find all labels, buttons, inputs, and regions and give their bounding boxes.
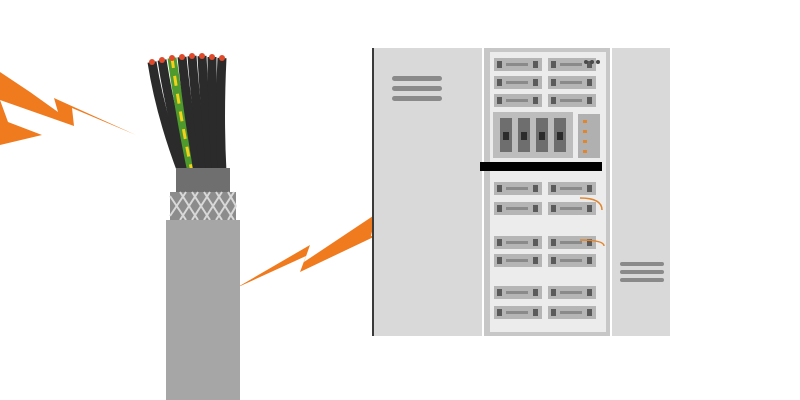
- vent-icon: [392, 76, 442, 101]
- cable-shield: [176, 168, 230, 194]
- cable-icon: [147, 53, 240, 400]
- module-label-strip: [506, 63, 528, 66]
- module-terminal: [551, 185, 556, 192]
- cable-conductors: [147, 53, 227, 174]
- module-terminal: [551, 97, 556, 104]
- module-terminal: [497, 185, 502, 192]
- cabinet-icon: [372, 48, 670, 336]
- module-terminal: [533, 289, 538, 296]
- module-terminal: [533, 257, 538, 264]
- module-terminal: [533, 61, 538, 68]
- module-terminal: [551, 79, 556, 86]
- module-terminal: [497, 61, 502, 68]
- module-terminal: [587, 257, 592, 264]
- module-terminal: [587, 97, 592, 104]
- module-terminal: [497, 205, 502, 212]
- cabinet-right-door: [612, 48, 670, 336]
- module-terminal: [497, 289, 502, 296]
- module-terminal: [587, 289, 592, 296]
- vent-icon: [620, 262, 664, 282]
- indicator-dot: [596, 60, 600, 64]
- din-rail: [480, 162, 602, 171]
- cable-braid: [169, 191, 237, 221]
- module-terminal: [551, 309, 556, 316]
- module-label-strip: [506, 311, 528, 314]
- terminal-wire: [579, 239, 605, 247]
- module-terminal: [587, 61, 592, 68]
- module-terminal: [497, 309, 502, 316]
- module-terminal: [551, 289, 556, 296]
- module-label-strip: [560, 81, 582, 84]
- indicator-dot: [590, 60, 594, 64]
- module-label-strip: [506, 81, 528, 84]
- module-terminal: [497, 79, 502, 86]
- module-label-strip: [560, 311, 582, 314]
- module-terminal: [587, 185, 592, 192]
- module-label-strip: [506, 207, 528, 210]
- cabinet-left-door: [372, 48, 482, 336]
- module-label-strip: [560, 63, 582, 66]
- module-terminal: [551, 61, 556, 68]
- module-terminal: [533, 97, 538, 104]
- module-label-strip: [560, 291, 582, 294]
- module-terminal: [533, 309, 538, 316]
- module-terminal: [587, 239, 592, 246]
- module-label-strip: [506, 187, 528, 190]
- module-terminal: [497, 239, 502, 246]
- module-label-strip: [506, 99, 528, 102]
- lightning-bolt-icon: [0, 72, 136, 145]
- module-label-strip: [506, 291, 528, 294]
- module-label-strip: [560, 241, 582, 244]
- breaker-block: [493, 112, 600, 158]
- module-terminal: [551, 239, 556, 246]
- module-terminal: [497, 97, 502, 104]
- module-label-strip: [560, 99, 582, 102]
- module-label-strip: [506, 259, 528, 262]
- module-terminal: [497, 257, 502, 264]
- module-rack: [494, 58, 605, 319]
- indicator-dot: [584, 60, 588, 64]
- module-terminal: [551, 257, 556, 264]
- module-terminal: [533, 79, 538, 86]
- module-terminal: [533, 205, 538, 212]
- module-terminal: [533, 239, 538, 246]
- module-terminal: [587, 205, 592, 212]
- module-label-strip: [560, 259, 582, 262]
- module-terminal: [587, 79, 592, 86]
- module-terminal: [587, 309, 592, 316]
- terminal-wire: [579, 197, 603, 211]
- module-label-strip: [506, 241, 528, 244]
- module-label-strip: [560, 187, 582, 190]
- module-terminal: [533, 185, 538, 192]
- module-label-strip: [560, 207, 582, 210]
- module-terminal: [551, 205, 556, 212]
- cable-jacket: [166, 220, 240, 400]
